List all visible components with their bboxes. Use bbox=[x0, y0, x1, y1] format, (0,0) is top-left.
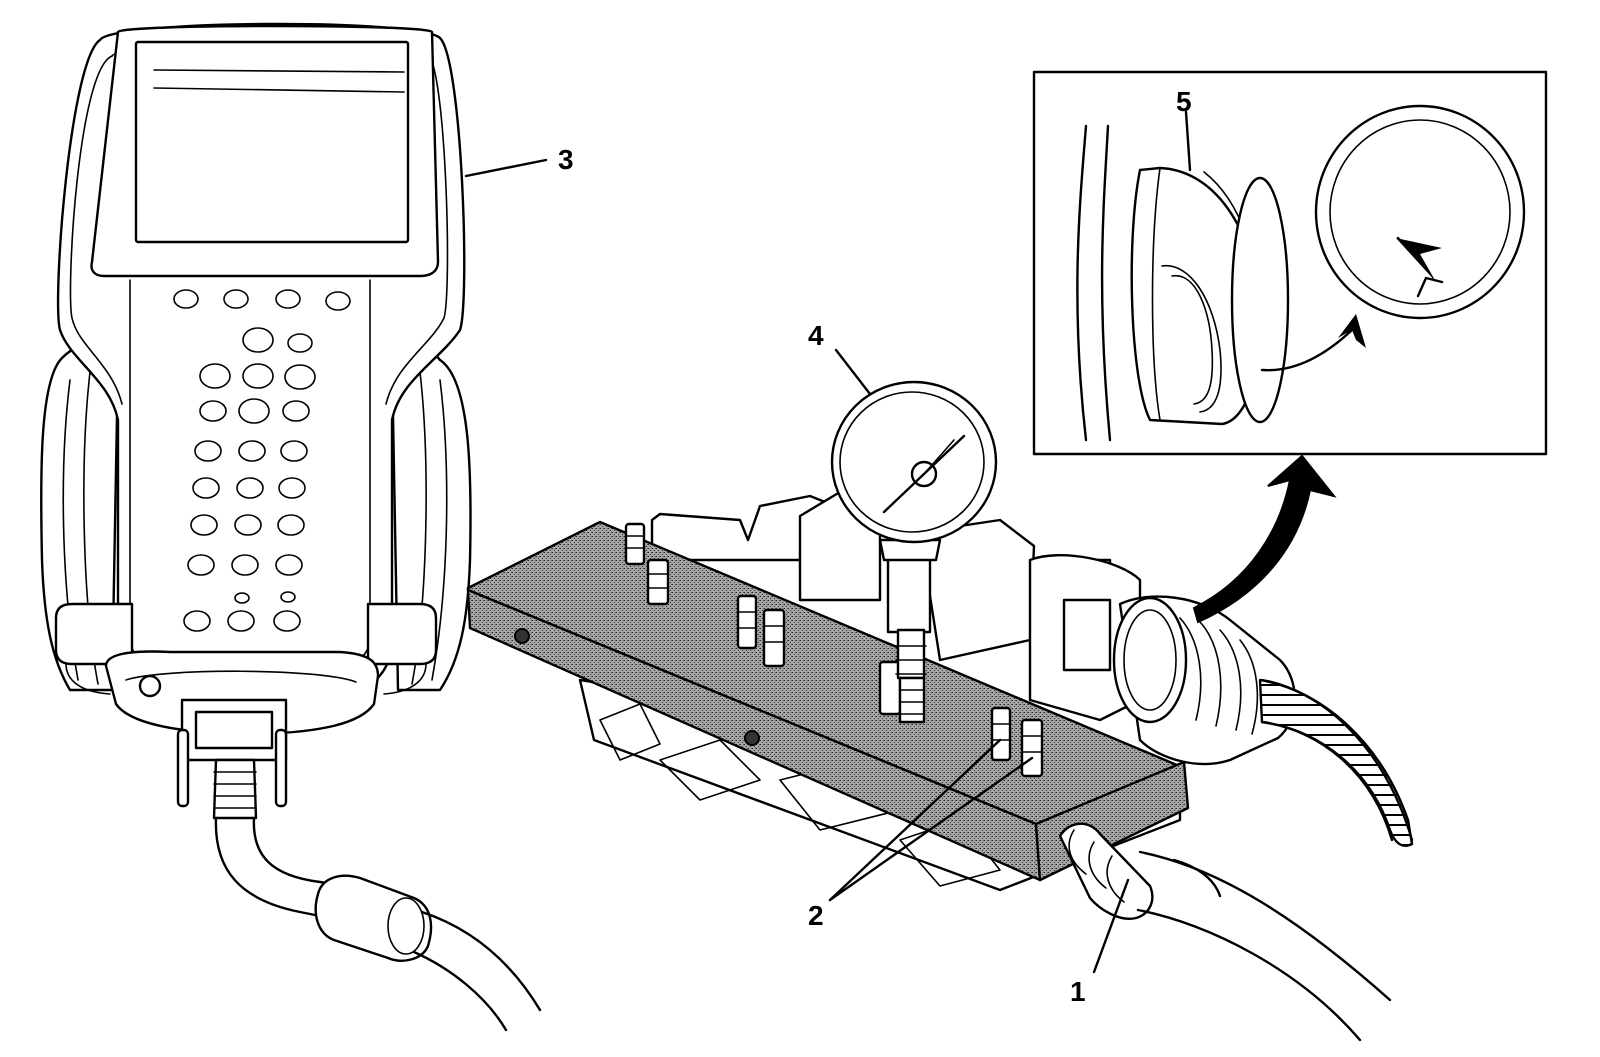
connector-detail-inset bbox=[1032, 70, 1548, 456]
air-hose bbox=[1058, 822, 1392, 1042]
callout-2: 2 bbox=[808, 900, 824, 931]
callout-4: 4 bbox=[808, 320, 824, 351]
test-plate-assembly bbox=[466, 380, 1414, 1042]
scan-tool bbox=[40, 22, 542, 1032]
pressure-gauge bbox=[830, 380, 998, 544]
gauge-stem bbox=[878, 538, 942, 724]
harness-connector bbox=[1112, 595, 1414, 847]
leader-lines bbox=[464, 110, 1192, 974]
callout-5: 5 bbox=[1176, 86, 1192, 117]
callout-1: 1 bbox=[1070, 976, 1086, 1007]
callout-3: 3 bbox=[558, 144, 574, 175]
callout-arrow bbox=[1192, 454, 1337, 624]
